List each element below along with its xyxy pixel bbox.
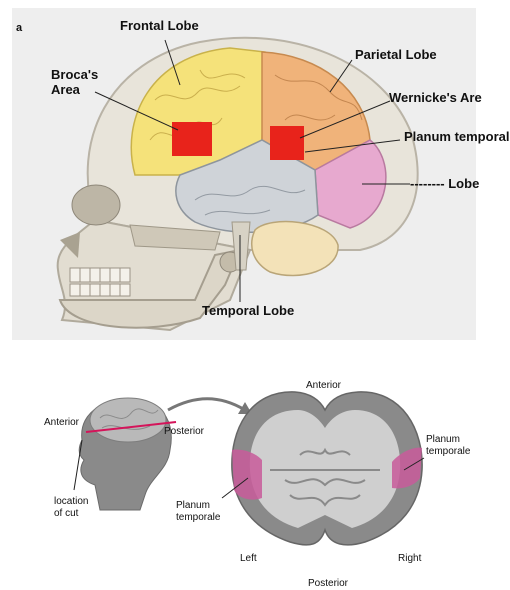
brocas-area-highlight [172,122,212,156]
transition-arrow [168,399,245,410]
planum-right-label: Planum temporale [426,434,496,457]
posterior-section-label: Posterior [308,578,348,589]
blank-lobe-label: -------- Lobe [410,176,479,191]
head-silhouette [74,398,176,510]
coronal-section [232,392,422,545]
brocas-area-label: Broca's Area [51,68,111,98]
wernickes-area-highlight [270,126,304,160]
anterior-section-label: Anterior [306,380,341,391]
wernickes-area-label: Wernicke's Are [389,90,482,105]
parietal-lobe-label: Parietal Lobe [355,47,437,62]
planum-left-label: Planum temporale [176,500,246,523]
anterior-head-label: Anterior [44,417,79,428]
corner-mark: a [16,22,22,34]
frontal-lobe-label: Frontal Lobe [120,18,199,33]
planum-left-region [232,449,262,499]
posterior-head-label: Posterior [164,426,204,437]
planum-temporale-label: Planum temporale [404,129,510,144]
right-label: Right [398,553,421,564]
temporal-lobe-label: Temporal Lobe [202,303,294,318]
left-label: Left [240,553,257,564]
location-of-cut-label: location of cut [54,496,114,519]
